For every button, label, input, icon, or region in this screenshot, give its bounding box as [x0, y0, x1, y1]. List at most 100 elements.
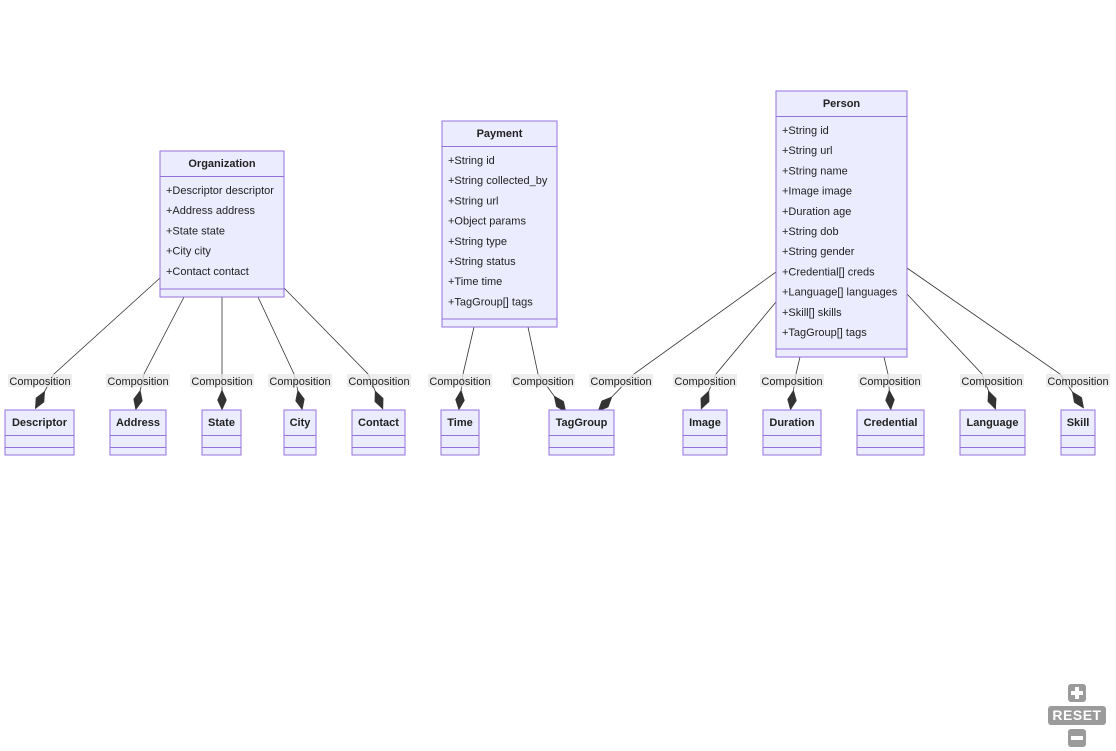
class-taggroup[interactable]: TagGroup — [548, 409, 615, 456]
class-member: +Descriptor descriptor — [166, 185, 274, 197]
class-member: +Duration age — [782, 206, 851, 218]
edge-label: Composition — [347, 374, 411, 388]
relation-payment-time — [455, 326, 475, 411]
edge-label-text: Composition — [590, 376, 651, 388]
relation-organization-contact — [283, 287, 384, 410]
edge-labels-layer: Composition Composition Composition Composi… — [8, 374, 1110, 388]
edge-label-text: Composition — [429, 376, 490, 388]
composition-diamond-icon — [885, 389, 895, 411]
edge-label-bg — [760, 374, 824, 387]
composition-diamond-icon — [217, 389, 227, 411]
class-name: Descriptor — [12, 417, 68, 429]
class-name: Language — [967, 417, 1019, 429]
class-descriptor[interactable]: Descriptor — [4, 409, 75, 456]
class-name: City — [290, 417, 312, 429]
class-member: +String url — [448, 195, 498, 207]
relation-organization-address — [133, 296, 185, 411]
relation-organization-city — [257, 296, 305, 411]
class-name: Address — [116, 417, 160, 429]
composition-diamond-icon — [787, 389, 797, 411]
relation-line — [527, 326, 561, 405]
composition-diamond-icon — [1071, 391, 1085, 409]
edge-label: Composition — [858, 374, 922, 388]
edge-label-text: Composition — [191, 376, 252, 388]
class-member: +String dob — [782, 226, 839, 238]
class-name: TagGroup — [556, 417, 608, 429]
class-person[interactable]: Person +String id +String url +String name +… — [775, 90, 908, 358]
class-member: +String id — [782, 125, 829, 137]
composition-diamond-icon — [987, 390, 997, 410]
edge-label-text: Composition — [107, 376, 168, 388]
class-payment[interactable]: Payment+String id+String collected_by+St… — [441, 120, 558, 328]
class-time[interactable]: Time — [440, 409, 480, 456]
composition-diamond-icon — [597, 396, 613, 412]
class-name: Organization — [188, 158, 256, 170]
edge-label-bg — [268, 374, 332, 387]
class-member: +String type — [448, 236, 507, 248]
class-member: +String collected_by — [448, 175, 548, 187]
class-member: +TagGroup[] tags — [448, 296, 533, 308]
class-box — [159, 150, 285, 298]
edge-label: Composition — [8, 374, 72, 388]
relation-organization-state — [217, 297, 227, 411]
class-city[interactable]: City — [283, 409, 317, 456]
edge-label-bg — [106, 374, 170, 387]
class-name: Skill — [1067, 417, 1090, 429]
edge-label-text: Composition — [269, 376, 330, 388]
edge-label-text: Composition — [9, 376, 70, 388]
edge-label-text: Composition — [348, 376, 409, 388]
class-member: +Address address — [166, 205, 255, 217]
plus-icon-stem — [1075, 687, 1079, 699]
class-member: +TagGroup[] tags — [782, 327, 867, 339]
edge-label-bg — [858, 374, 922, 387]
zoom-out-button[interactable] — [1068, 729, 1086, 747]
class-duration[interactable]: Duration — [762, 409, 822, 456]
class-contact[interactable]: Contact — [351, 409, 406, 456]
edge-label-text: Composition — [761, 376, 822, 388]
class-member: +String url — [782, 145, 832, 157]
composition-diamond-icon — [34, 390, 46, 410]
edge-label-text: Composition — [512, 376, 573, 388]
edge-label-bg — [190, 374, 254, 387]
class-image[interactable]: Image — [682, 409, 728, 456]
class-language[interactable]: Language — [959, 409, 1026, 456]
class-member: +Image image — [782, 186, 852, 198]
class-skill[interactable]: Skill — [1060, 409, 1096, 456]
class-member: +State state — [166, 225, 225, 237]
edge-label: Composition — [428, 374, 492, 388]
edge-label: Composition — [673, 374, 737, 388]
edge-label-bg — [8, 374, 72, 387]
edge-label: Composition — [589, 374, 653, 388]
class-box — [775, 90, 908, 358]
zoom-in-button[interactable] — [1068, 684, 1086, 702]
composition-diamond-icon — [700, 390, 710, 410]
edge-label-text: Composition — [859, 376, 920, 388]
class-state[interactable]: State — [201, 409, 242, 456]
class-member: +City city — [166, 246, 211, 258]
reset-button[interactable]: RESET — [1048, 706, 1106, 725]
edge-label-bg — [511, 374, 575, 387]
class-member: +Skill[] skills — [782, 307, 842, 319]
edge-label: Composition — [268, 374, 332, 388]
class-member: +String gender — [782, 246, 855, 258]
class-name: Person — [823, 98, 861, 110]
composition-diamond-icon — [295, 389, 305, 411]
edge-label: Composition — [511, 374, 575, 388]
class-member: +String name — [782, 165, 848, 177]
class-address[interactable]: Address — [109, 409, 167, 456]
edge-label-text: Composition — [1047, 376, 1108, 388]
class-name: Credential — [864, 417, 918, 429]
class-member: +String id — [448, 155, 495, 167]
edge-label-bg — [347, 374, 411, 387]
class-organization[interactable]: Organization +Descriptor descriptor +Addre… — [159, 150, 285, 298]
composition-diamond-icon — [455, 389, 465, 411]
edge-label-text: Composition — [674, 376, 735, 388]
composition-diamond-icon — [553, 395, 567, 413]
class-member: +Time time — [448, 276, 502, 288]
relation-payment-taggroup — [527, 326, 567, 413]
class-box — [441, 120, 558, 328]
edge-label-bg — [589, 374, 653, 387]
composition-diamond-icon — [133, 389, 143, 411]
class-credential[interactable]: Credential — [856, 409, 925, 456]
edge-label-bg — [428, 374, 492, 387]
